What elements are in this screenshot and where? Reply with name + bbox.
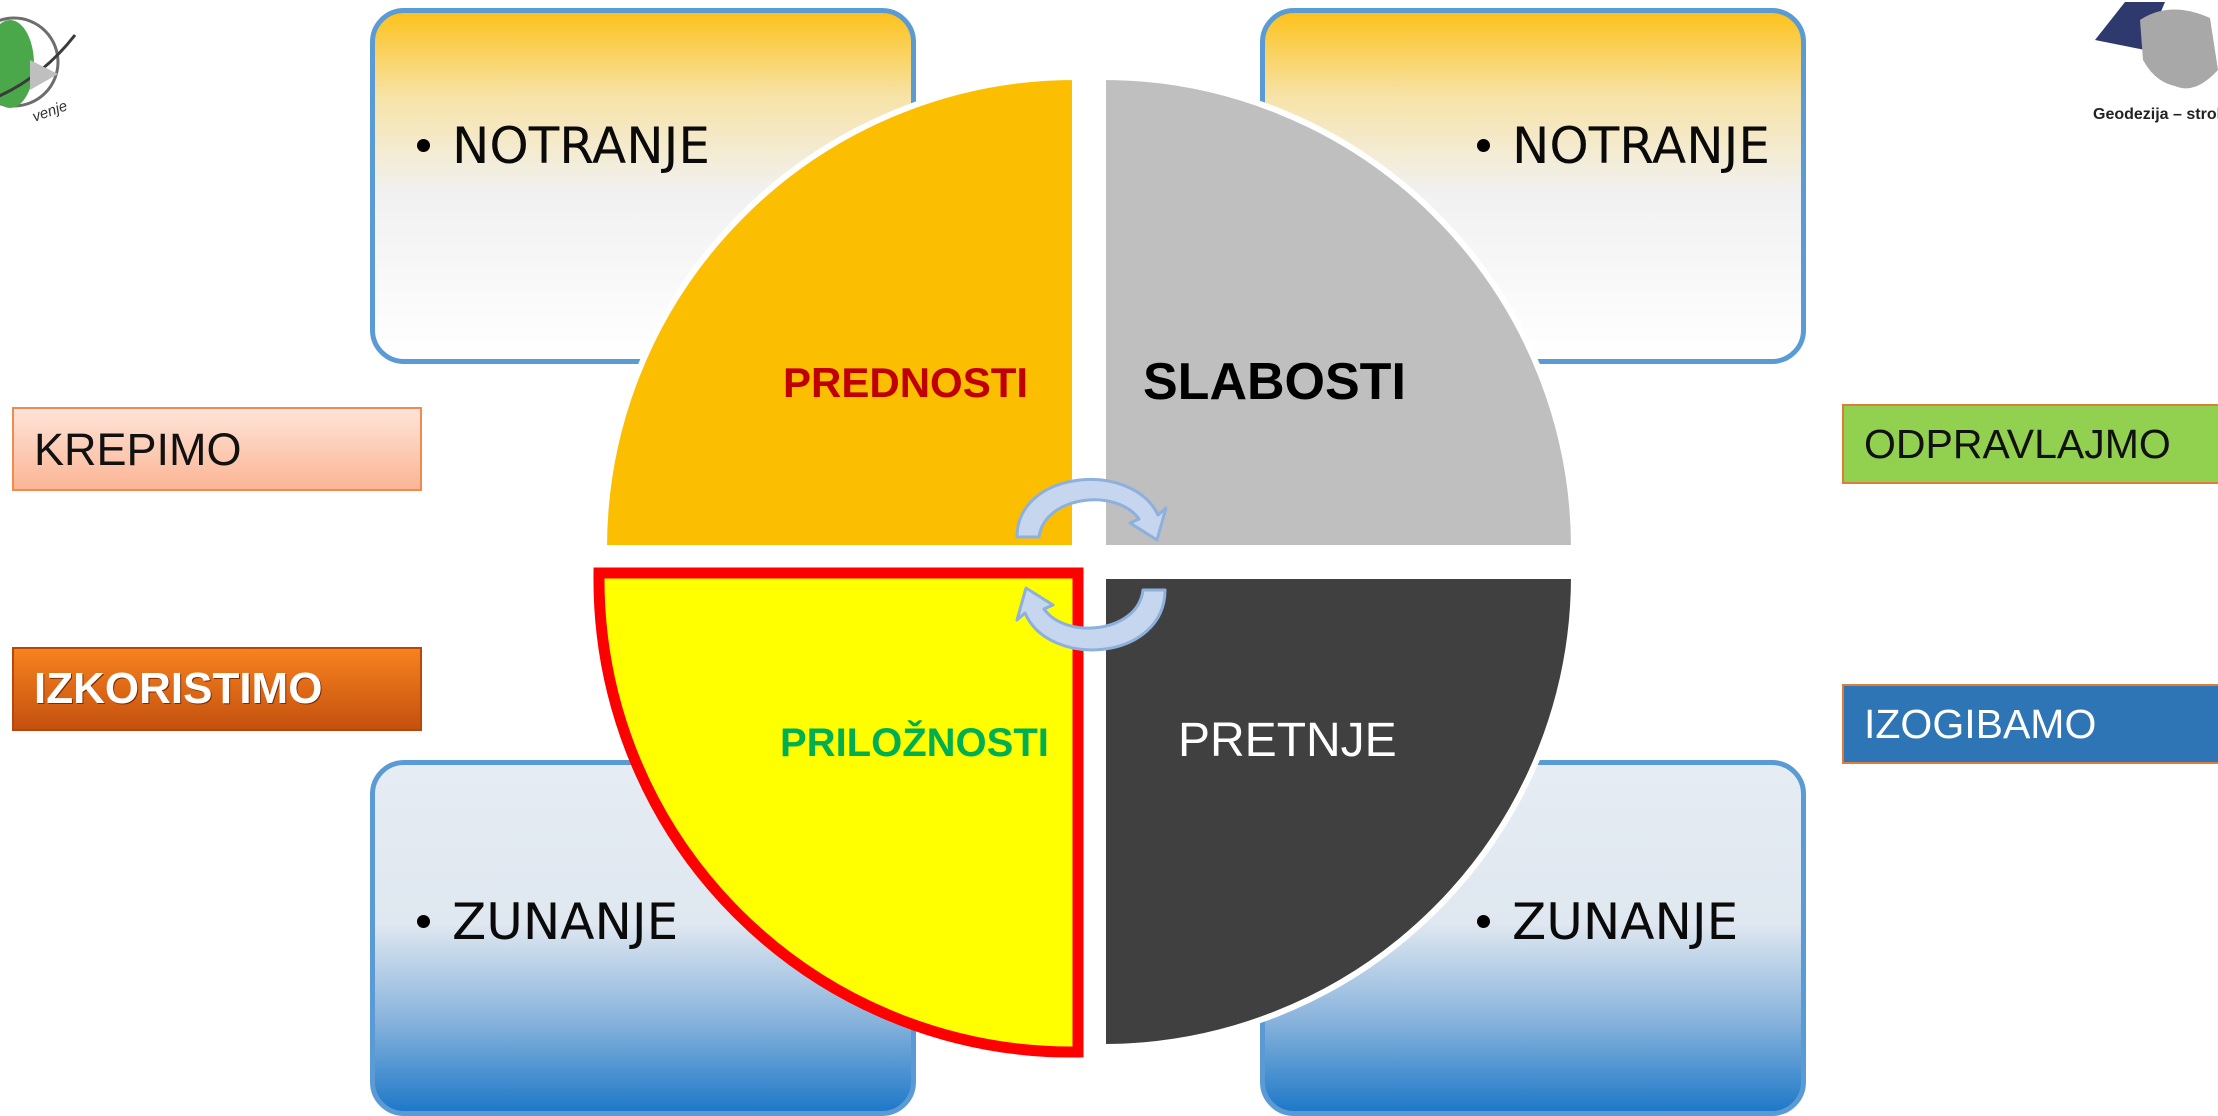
weaknesses-label: SLABOSTI (1143, 353, 1406, 411)
external-label-right: ZUNANJE (1512, 893, 1739, 951)
izogibamo-tag: IZOGIBAMO (1842, 684, 2218, 764)
izkoristimo-label: IZKORISTIMO (34, 664, 323, 713)
odpravljajmo-tag: ODPRAVLAJMO (1842, 404, 2218, 484)
bullet-icon (417, 915, 430, 928)
external-box-left: ZUNANJE (370, 760, 916, 1116)
internal-label-right: NOTRANJE (1512, 117, 1770, 175)
internal-box-right: NOTRANJE (1260, 8, 1806, 364)
internal-label-left: NOTRANJE (452, 117, 710, 175)
krepimo-label: KREPIMO (34, 423, 242, 475)
cycle-arrow-icon (1015, 477, 1168, 542)
izkoristimo-tag: IZKORISTIMO (12, 647, 422, 731)
odpravljajmo-label: ODPRAVLAJMO (1864, 420, 2171, 467)
izogibamo-label: IZOGIBAMO (1864, 700, 2097, 747)
opportunities-label: PRILOŽNOSTI (780, 721, 1049, 765)
right-logo: Geodezija – strok (2085, 0, 2218, 130)
internal-box-left: NOTRANJE (370, 8, 916, 364)
bullet-icon (417, 139, 430, 152)
external-box-right: ZUNANJE (1260, 760, 1806, 1116)
bullet-icon (1477, 915, 1490, 928)
cycle-arrow-icon (1015, 586, 1167, 652)
krepimo-tag: KREPIMO (12, 407, 422, 491)
threats-label: PRETNJE (1178, 714, 1397, 767)
strengths-label: PREDNOSTI (783, 359, 1029, 406)
left-logo: venje (0, 0, 90, 140)
bullet-icon (1477, 139, 1490, 152)
right-logo-caption: Geodezija – strok (2093, 106, 2218, 123)
external-label-left: ZUNANJE (452, 893, 679, 951)
